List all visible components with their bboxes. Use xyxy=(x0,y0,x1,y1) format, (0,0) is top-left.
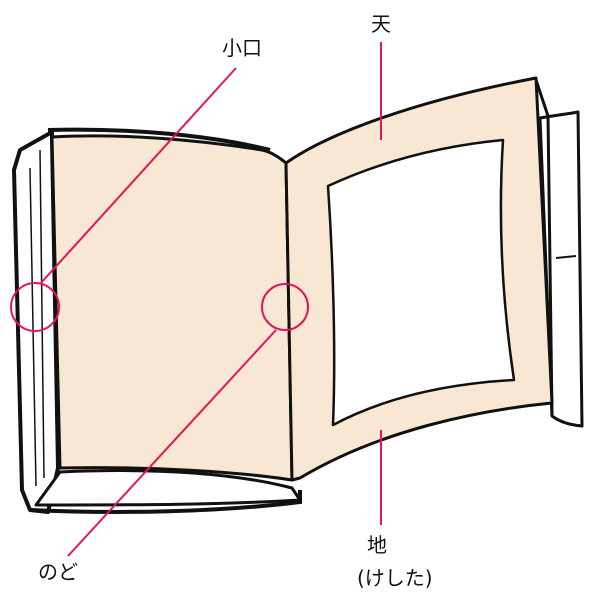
nodo-leader-line xyxy=(67,329,277,557)
koguchi-label: 小口 xyxy=(222,36,262,60)
nodo-highlight-circle xyxy=(261,283,309,331)
chi-reading-label: (けした) xyxy=(357,566,433,590)
top-cover-edge xyxy=(47,127,271,152)
koguchi-leader-line xyxy=(39,67,237,285)
back-page-edge xyxy=(534,79,554,416)
left-page xyxy=(50,134,294,482)
left-page-edge-lines xyxy=(29,149,45,487)
chi-label: 地 xyxy=(367,533,387,557)
nodo-label: のど xyxy=(38,560,78,584)
koguchi-highlight-circle xyxy=(10,282,60,332)
text-area xyxy=(326,138,516,427)
bottom-cover xyxy=(29,490,302,514)
ten-label: 天 xyxy=(371,12,391,36)
bottom-block xyxy=(34,469,302,507)
page-stack-mark xyxy=(555,255,577,259)
